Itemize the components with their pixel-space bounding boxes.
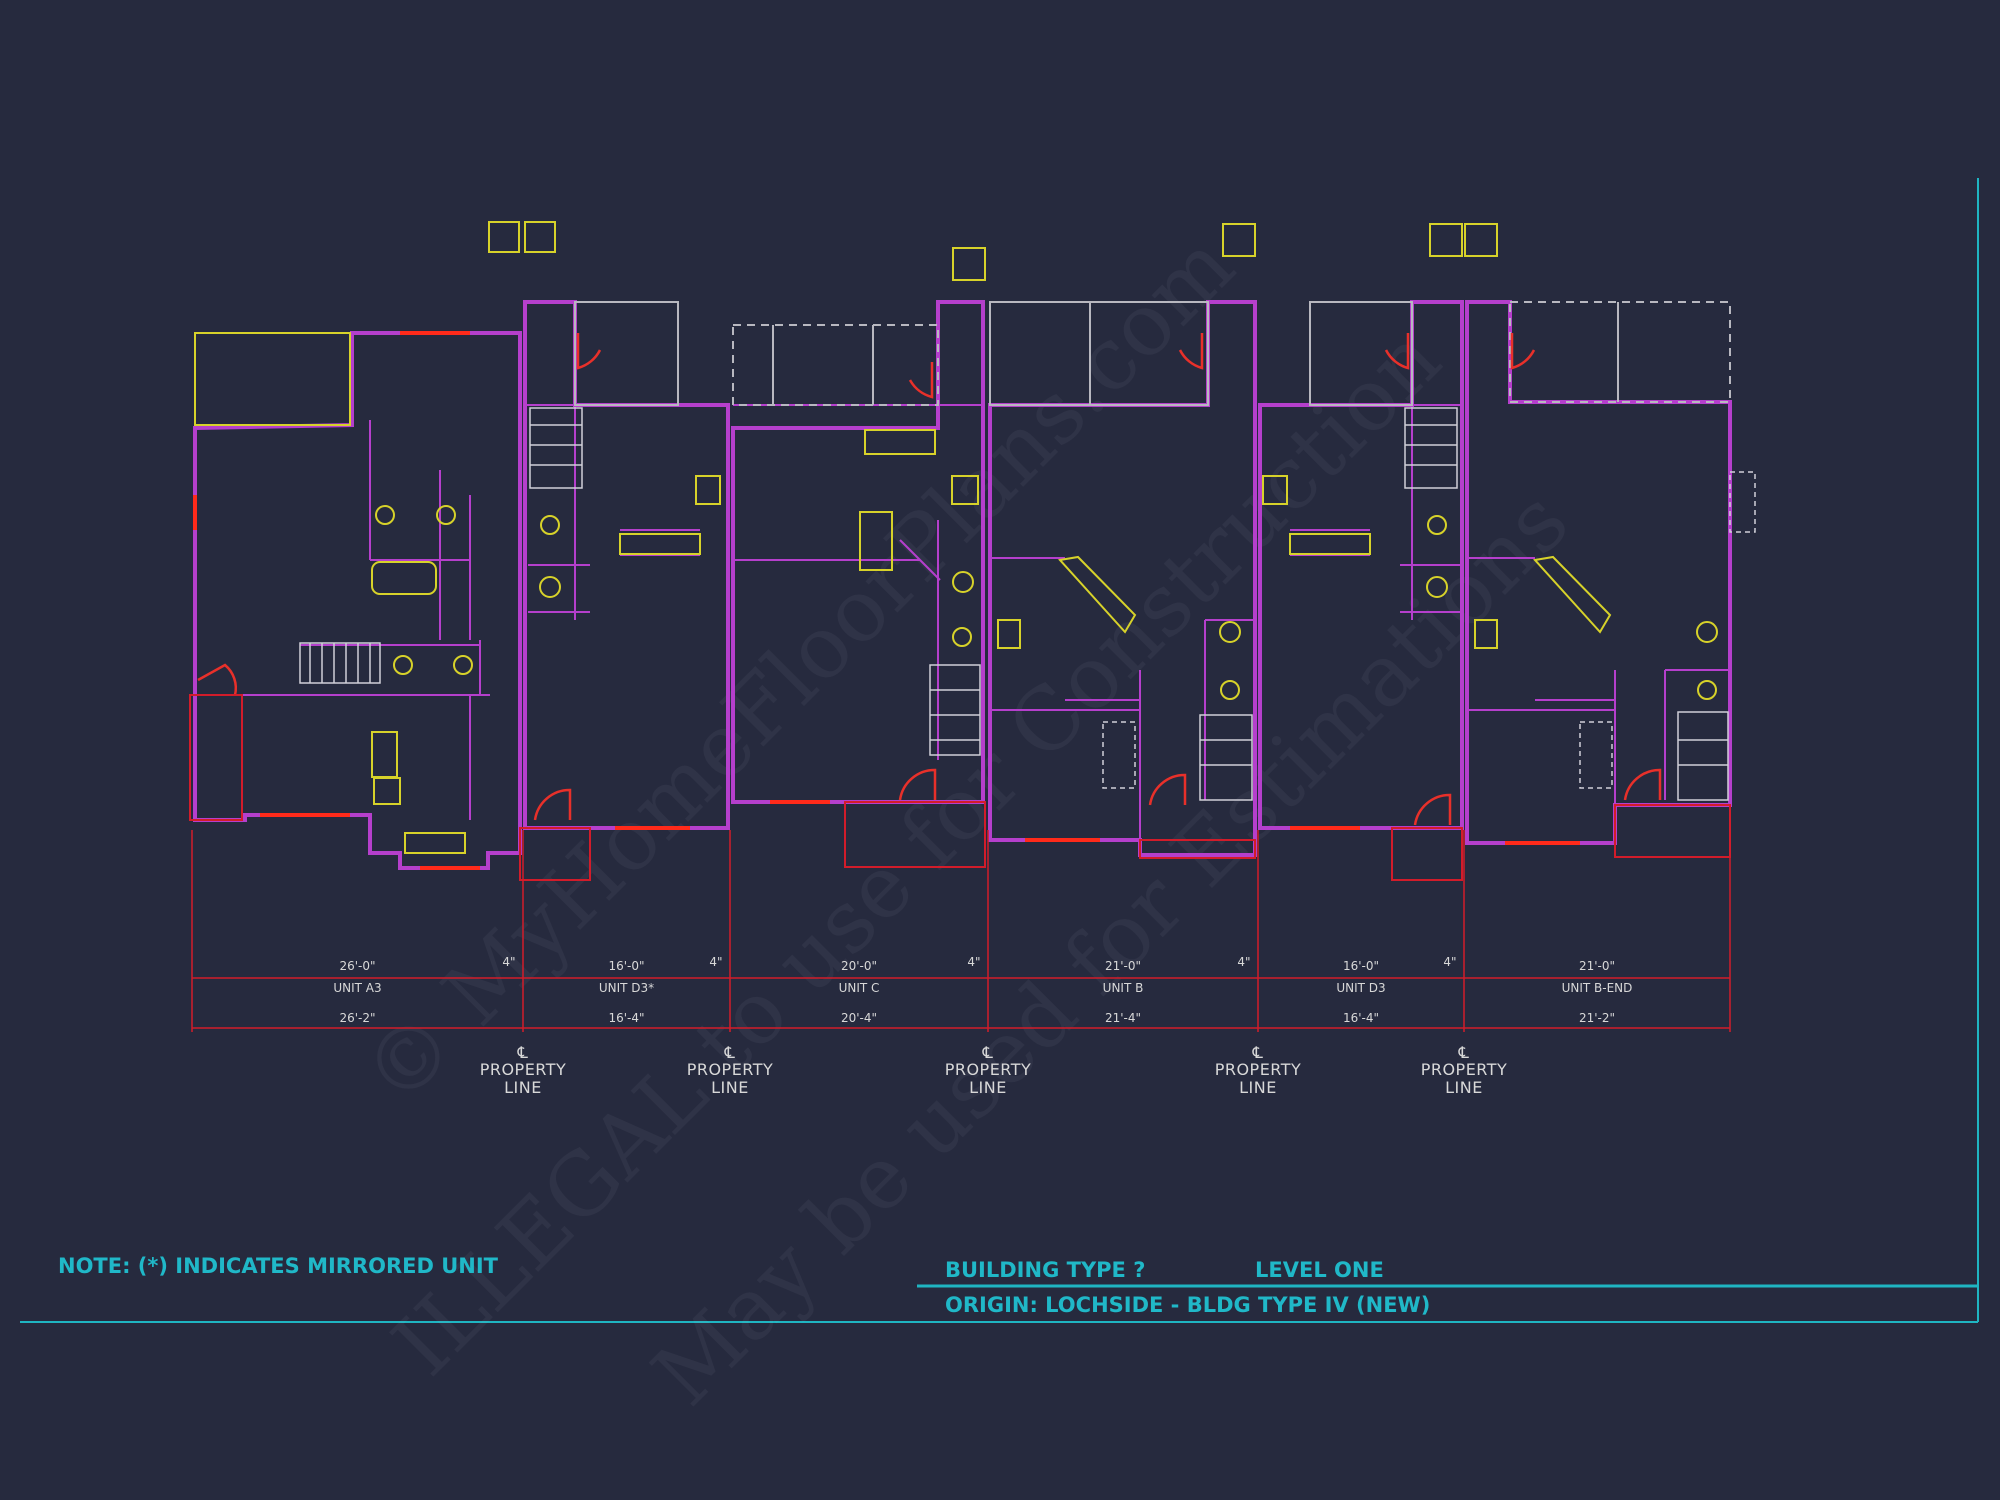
party-wall-gap-label: 4"	[709, 955, 722, 969]
dimension-strings: 26'-0" UNIT A3 26'-2" 4" 16'-0" UNIT D3* 16'-4…	[191, 830, 1731, 1097]
property-line-label: LINE	[1239, 1078, 1277, 1097]
origin-label: ORIGIN: LOCHSIDE - BLDG TYPE IV (NEW)	[945, 1293, 1430, 1317]
property-line-label: LINE	[504, 1078, 542, 1097]
unit-width-label: 20'-0"	[841, 959, 877, 973]
property-line-label: PROPERTY	[1421, 1060, 1508, 1079]
building-type-label: BUILDING TYPE ?	[945, 1258, 1145, 1282]
title-block: BUILDING TYPE ? LEVEL ONE ORIGIN: LOCHSI…	[945, 1258, 1430, 1317]
unit-width-label: 21'-0"	[1105, 959, 1141, 973]
watermark-line-2: ILLEGAL to use for Construction	[374, 309, 1460, 1395]
unit-name-label: UNIT D3	[1336, 981, 1385, 995]
property-line-label: PROPERTY	[945, 1060, 1032, 1079]
level-label: LEVEL ONE	[1255, 1258, 1384, 1282]
unit-overall-width-label: 16'-4"	[608, 1011, 644, 1025]
a3-garage-storage	[194, 332, 351, 426]
party-wall-gap-label: 4"	[967, 955, 980, 969]
unit-overall-width-label: 21'-4"	[1105, 1011, 1141, 1025]
unit-name-label: UNIT B	[1103, 981, 1144, 995]
rear-decks	[574, 301, 1731, 406]
party-wall-gap-label: 4"	[1443, 955, 1456, 969]
doors	[197, 333, 1662, 826]
unit-name-label: UNIT A3	[333, 981, 381, 995]
centerline-symbol: ℄	[724, 1043, 736, 1062]
stairs	[299, 407, 1756, 801]
mirrored-unit-note: NOTE: (*) INDICATES MIRRORED UNIT	[58, 1254, 499, 1278]
property-line-label: LINE	[1445, 1078, 1483, 1097]
unit-name-label: UNIT B-END	[1562, 981, 1633, 995]
party-wall-gap-label: 4"	[1237, 955, 1250, 969]
property-line-label: LINE	[711, 1078, 749, 1097]
unit-name-label: UNIT D3*	[599, 981, 654, 995]
centerline-symbol: ℄	[1252, 1043, 1264, 1062]
property-line-label: PROPERTY	[1215, 1060, 1302, 1079]
property-line-label: PROPERTY	[687, 1060, 774, 1079]
unit-overall-width-label: 26'-2"	[339, 1011, 375, 1025]
centerline-symbol: ℄	[1458, 1043, 1470, 1062]
unit-overall-width-label: 20'-4"	[841, 1011, 877, 1025]
party-wall-gap-label: 4"	[502, 955, 515, 969]
property-line-label: LINE	[969, 1078, 1007, 1097]
unit-width-label: 16'-0"	[1343, 959, 1379, 973]
drawing-border	[20, 178, 1979, 1323]
unit-name-label: UNIT C	[839, 981, 880, 995]
unit-width-label: 16'-0"	[608, 959, 644, 973]
centerline-symbol: ℄	[982, 1043, 994, 1062]
unit-c-outline	[731, 300, 985, 804]
windows	[193, 331, 1580, 870]
unit-width-label: 26'-0"	[339, 959, 375, 973]
property-line-label: PROPERTY	[480, 1060, 567, 1079]
unit-overall-width-label: 16'-4"	[1343, 1011, 1379, 1025]
watermark: © MyHomeFloorPlans.com ILLEGAL to use fo…	[344, 215, 1588, 1424]
front-porches	[189, 694, 1731, 881]
unit-overall-width-label: 21'-2"	[1579, 1011, 1615, 1025]
centerline-symbol: ℄	[517, 1043, 529, 1062]
unit-a3-outline	[193, 331, 522, 870]
unit-width-label: 21'-0"	[1579, 959, 1615, 973]
fixtures	[194, 221, 1718, 854]
